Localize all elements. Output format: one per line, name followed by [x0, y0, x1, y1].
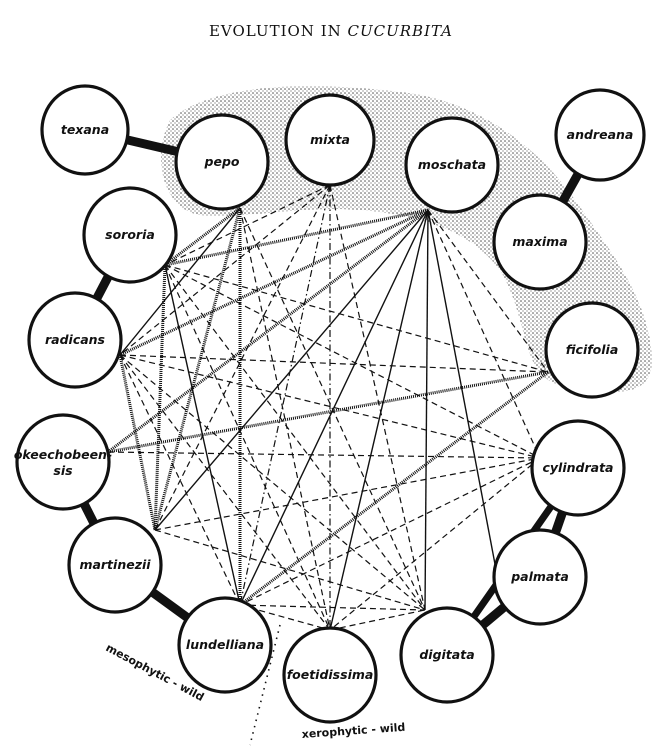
- edge-cylindrata-lundelliana: [239, 457, 541, 606]
- edge-lundelliana-digitata: [239, 604, 426, 611]
- species-label: sororia: [105, 227, 155, 242]
- cultivated-shaded-zone: [161, 86, 652, 393]
- edge-radicans-foetidissima: [119, 354, 331, 631]
- edge-moschata-palmata: [427, 209, 499, 581]
- edge-pepo-martinezii: [153, 207, 242, 531]
- species-node-cylindrata: cylindrata: [530, 419, 626, 517]
- edge-radicans-lundelliana: [119, 354, 241, 606]
- species-label: radicans: [45, 332, 105, 347]
- edge-mixta-digitata: [329, 184, 426, 611]
- node-circle: [492, 528, 588, 626]
- edge-moschata-sororia: [164, 208, 429, 267]
- node-circle: [15, 413, 111, 511]
- xerophytic-label: xerophytic - wild: [301, 721, 405, 741]
- edge-sororia-ficifolia: [164, 264, 549, 373]
- edge-okeechobeensis-cylindrata: [107, 451, 541, 459]
- species-label: martinezii: [79, 557, 151, 572]
- edge-sororia-digitata: [164, 264, 426, 611]
- edge-pepo-radicans: [119, 207, 241, 356]
- species-node-palmata: palmata: [492, 528, 588, 626]
- species-node-lundelliana: lundelliana: [177, 596, 273, 694]
- edge-moschata-foetidissima: [329, 209, 429, 631]
- species-node-texana: texana: [40, 84, 130, 176]
- species-label-cont: sis: [53, 463, 72, 478]
- edge-moschata-martinezii: [154, 209, 429, 531]
- species-label: maxima: [512, 234, 567, 249]
- edge-mixta-sororia: [164, 184, 331, 266]
- edge-ficifolia-lundelliana: [239, 370, 549, 607]
- species-node-andreana: andreana: [554, 88, 646, 182]
- species-label: cylindrata: [543, 460, 614, 475]
- species-node-okeechobeensis: okeechobeen-sis: [14, 413, 112, 511]
- title-prefix: EVOLUTION IN: [208, 22, 348, 40]
- species-label: andreana: [567, 127, 634, 142]
- species-label: ficifolia: [566, 342, 619, 357]
- species-label: moschata: [418, 157, 486, 172]
- title-genus: CUCURBITA: [347, 22, 454, 40]
- node-circle: [492, 193, 588, 291]
- species-node-moschata: moschata: [404, 116, 500, 214]
- node-circle: [404, 116, 500, 214]
- species-node-maxima: maxima: [492, 193, 588, 291]
- species-label: texana: [61, 122, 109, 137]
- edge-moschata-digitata: [424, 209, 429, 611]
- species-label: okeechobeen-: [14, 447, 112, 462]
- edge-mixta-radicans: [119, 184, 331, 356]
- species-node-pepo: pepo: [174, 113, 270, 211]
- edge-radicans-digitata: [119, 354, 426, 611]
- edge-pepo-sororia: [164, 206, 241, 267]
- node-circle: [27, 291, 123, 389]
- edge-martinezii-cylindrata: [154, 457, 541, 531]
- node-circle: [554, 88, 646, 182]
- edge-radicans-cylindrata: [119, 354, 541, 459]
- species-node-mixta: mixta: [284, 93, 376, 187]
- species-node-radicans: radicans: [27, 291, 123, 389]
- figure-title: EVOLUTION IN CUCURBITA: [0, 22, 662, 40]
- edge-okeechobeensis-ficifolia: [107, 370, 549, 454]
- edge-radicans-martinezii: [118, 354, 157, 531]
- edge-moschata-cylindrata: [427, 209, 541, 459]
- node-circle: [530, 419, 626, 517]
- node-circle: [174, 113, 270, 211]
- edge-pepo-digitata: [239, 207, 426, 611]
- edge-cylindrata-foetidissima: [329, 457, 541, 631]
- node-circle: [82, 186, 178, 284]
- edge-foetidissima-digitata: [329, 609, 426, 631]
- edge-sororia-foetidissima: [164, 264, 331, 631]
- node-circle: [399, 606, 495, 704]
- node-circle: [284, 93, 376, 187]
- species-node-foetidissima: foetidissima: [282, 626, 378, 724]
- node-circle: [544, 301, 640, 399]
- node-circle: [67, 516, 163, 614]
- species-label: lundelliana: [186, 637, 264, 652]
- species-label: mixta: [310, 132, 350, 147]
- species-node-digitata: digitata: [399, 606, 495, 704]
- edge-mixta-martinezii: [154, 184, 331, 531]
- species-label: pepo: [204, 154, 240, 169]
- species-node-martinezii: martinezii: [67, 516, 163, 614]
- species-node-sororia: sororia: [82, 186, 178, 284]
- zone-divider-dotted-line: [249, 624, 281, 746]
- edge-sororia-martinezii: [153, 264, 167, 531]
- species-label: digitata: [419, 647, 474, 662]
- node-circle: [177, 596, 273, 694]
- edge-moschata-okeechobeensis: [107, 208, 429, 454]
- node-circle: [282, 626, 378, 724]
- edge-martinezii-digitata: [154, 529, 426, 611]
- species-node-ficifolia: ficifolia: [544, 301, 640, 399]
- edge-sororia-cylindrata: [164, 264, 541, 459]
- species-label: palmata: [510, 569, 569, 584]
- species-label: foetidissima: [287, 667, 374, 682]
- edge-radicans-ficifolia: [119, 354, 549, 373]
- node-circle: [40, 84, 130, 176]
- edge-moschata-ficifolia: [427, 209, 549, 373]
